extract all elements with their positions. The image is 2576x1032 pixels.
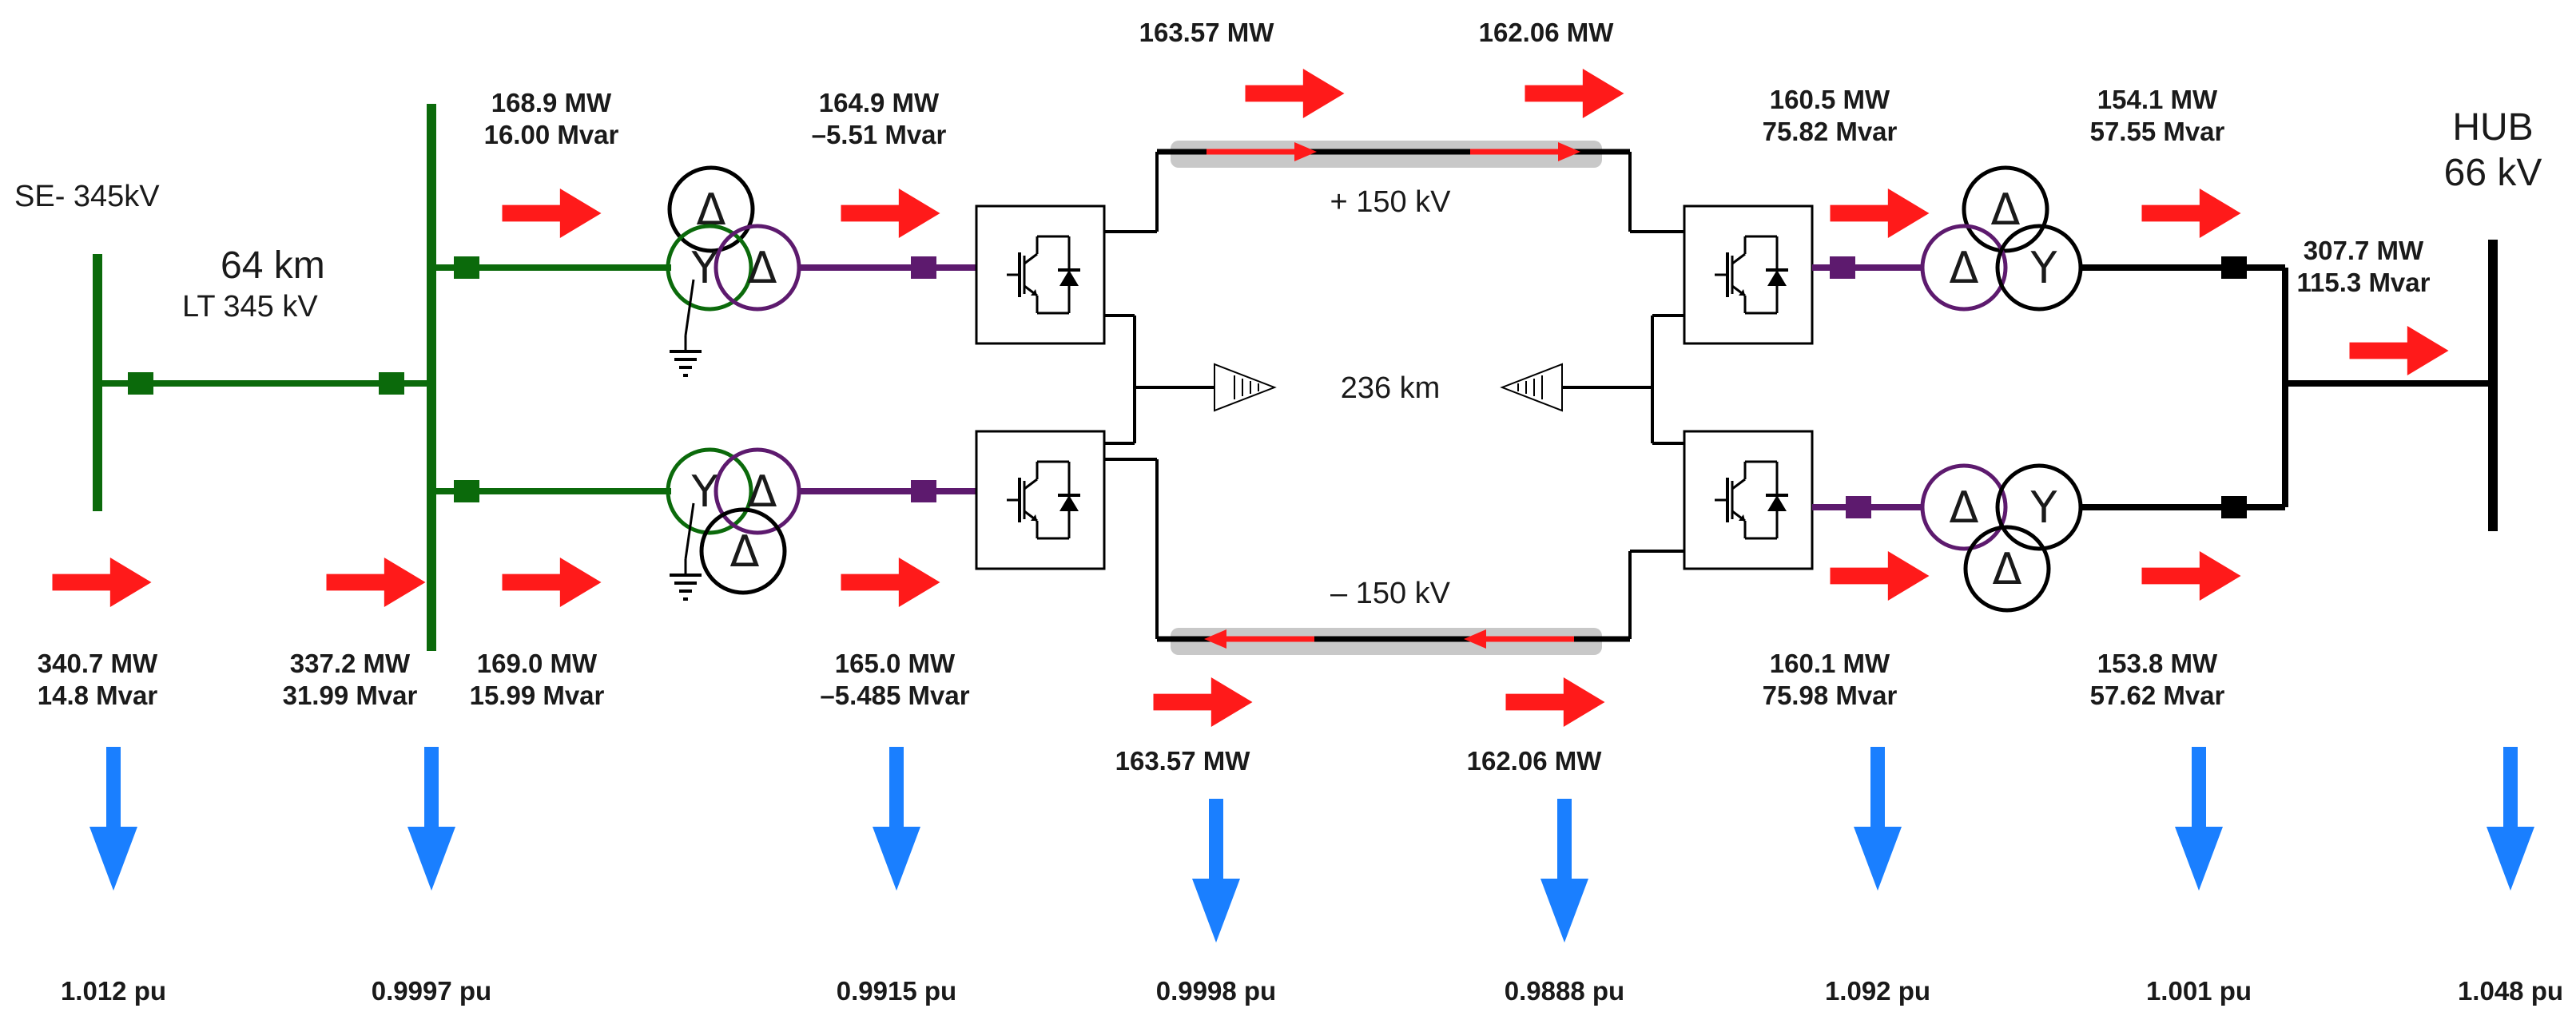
- dc-circuit: [1104, 141, 1684, 655]
- converter-lower-receiving: [1683, 430, 1814, 570]
- flow-mw: 163.57 MW: [1115, 746, 1251, 776]
- flow-mvar: 75.98 Mvar: [1763, 681, 1898, 710]
- flow-mw: 165.0 MW: [835, 649, 956, 678]
- svg-text:Δ: Δ: [1950, 243, 1979, 293]
- transformer-lower-sending: Y Δ Δ: [666, 447, 801, 601]
- flow-arrow: [502, 558, 602, 607]
- flow-arrow: [1245, 69, 1345, 118]
- flow-mvar: –5.485 Mvar: [820, 681, 969, 710]
- xfmr-to-converter-links-sending: [799, 256, 976, 502]
- flow-arrow: [841, 189, 940, 238]
- hub-voltage-label: 66 kV: [2444, 152, 2542, 194]
- voltage-arrow: [1854, 747, 1902, 891]
- transformer-upper-sending: Δ Y Δ: [666, 165, 801, 377]
- transformer-upper-receiving: Δ Δ Y: [1920, 165, 2083, 312]
- dc-ground-electrode-receiving: [1500, 363, 1563, 412]
- flow-arrow: [2141, 551, 2241, 601]
- bus-voltage: 0.9915 pu: [837, 976, 956, 1006]
- line-length-label: 64 km: [221, 244, 325, 287]
- bus-voltage: 0.9997 pu: [372, 976, 491, 1006]
- flow-arrow: [2141, 189, 2241, 238]
- flow-mw: 160.5 MW: [1770, 85, 1890, 114]
- flow-mvar: 31.99 Mvar: [283, 681, 418, 710]
- voltage-arrows: [89, 747, 2534, 943]
- svg-text:Δ: Δ: [1991, 185, 2021, 235]
- se-bus-label: SE- 345kV: [14, 180, 160, 213]
- breaker: [128, 372, 153, 395]
- svg-text:Δ: Δ: [748, 243, 777, 293]
- converter-upper-receiving: [1683, 204, 1814, 345]
- flow-mvar: 15.99 Mvar: [470, 681, 605, 710]
- flow-mw: 160.1 MW: [1770, 649, 1890, 678]
- bus-voltage: 0.9998 pu: [1156, 976, 1276, 1006]
- flow-mw: 162.06 MW: [1467, 746, 1603, 776]
- flow-mw: 153.8 MW: [2097, 649, 2218, 678]
- bus-voltages: 1.012 pu 0.9997 pu 0.9915 pu 0.9998 pu 0…: [61, 976, 2563, 1006]
- voltage-arrow: [89, 747, 137, 891]
- flow-mvar: 115.3 Mvar: [2297, 268, 2431, 297]
- converter-lower-sending: [975, 430, 1106, 570]
- flow-arrow: [841, 558, 940, 607]
- flow-arrow: [52, 558, 152, 607]
- flow-mw: 168.9 MW: [491, 88, 612, 117]
- svg-text:Δ: Δ: [1993, 544, 2022, 594]
- converter-upper-sending: [975, 204, 1106, 345]
- flow-arrow: [326, 558, 426, 607]
- flow-mw: 154.1 MW: [2097, 85, 2218, 114]
- ac-network: [93, 104, 671, 651]
- dc-ground-electrode-sending: [1214, 363, 1277, 412]
- svg-text:Δ: Δ: [730, 526, 760, 577]
- flow-mvar: 75.82 Mvar: [1763, 117, 1898, 146]
- flow-arrow: [1153, 677, 1253, 727]
- flow-mw: 163.57 MW: [1139, 18, 1275, 47]
- flow-arrow: [1525, 69, 1624, 118]
- svg-text:Y: Y: [2030, 482, 2058, 533]
- voltage-arrow: [873, 747, 920, 891]
- flow-mvar: –5.51 Mvar: [812, 120, 947, 149]
- breaker: [379, 372, 404, 395]
- flow-mw: 340.7 MW: [38, 649, 158, 678]
- voltage-arrow: [2487, 747, 2534, 891]
- dc-negative-label: – 150 kV: [1330, 577, 1451, 610]
- dc-length-label: 236 km: [1341, 371, 1441, 405]
- bus-voltage: 1.012 pu: [61, 976, 166, 1006]
- breaker: [454, 480, 479, 502]
- hub-network: [2081, 240, 2498, 531]
- flow-arrow: [502, 189, 602, 238]
- flow-mvar: 57.62 Mvar: [2090, 681, 2225, 710]
- flow-mw: 162.06 MW: [1479, 18, 1615, 47]
- flow-mw: 164.9 MW: [819, 88, 940, 117]
- flow-mvar: 57.55 Mvar: [2090, 117, 2225, 146]
- bus-voltage: 1.001 pu: [2146, 976, 2252, 1006]
- flow-mw: 307.7 MW: [2304, 236, 2424, 265]
- flow-arrow: [1505, 677, 1605, 727]
- converter-to-xfmr-links-receiving: [1812, 256, 1922, 518]
- flow-arrow: [2349, 326, 2449, 375]
- flow-mw: 337.2 MW: [290, 649, 411, 678]
- bus-voltage: 0.9888 pu: [1505, 976, 1624, 1006]
- dc-positive-label: + 150 kV: [1330, 185, 1451, 219]
- svg-text:Y: Y: [2030, 243, 2058, 293]
- flow-arrow: [1830, 189, 1930, 238]
- hub-name-label: HUB: [2452, 106, 2533, 149]
- voltage-arrow: [407, 747, 455, 891]
- breaker: [454, 256, 479, 279]
- flow-values: 340.7 MW 14.8 Mvar 337.2 MW 31.99 Mvar 1…: [38, 18, 2431, 776]
- svg-text:Δ: Δ: [748, 466, 777, 517]
- bus-voltage: 1.048 pu: [2458, 976, 2563, 1006]
- flow-mvar: 16.00 Mvar: [484, 120, 619, 149]
- voltage-arrow: [1192, 799, 1240, 943]
- voltage-arrow: [2175, 747, 2223, 891]
- voltage-arrow: [1540, 799, 1588, 943]
- flow-mvar: 14.8 Mvar: [38, 681, 158, 710]
- svg-text:Δ: Δ: [1950, 482, 1979, 533]
- bus-voltage: 1.092 pu: [1825, 976, 1930, 1006]
- line-voltage-label: LT 345 kV: [182, 290, 318, 323]
- transformer-lower-receiving: Δ Y Δ: [1920, 463, 2083, 613]
- flow-arrow: [1830, 551, 1930, 601]
- flow-mw: 169.0 MW: [477, 649, 598, 678]
